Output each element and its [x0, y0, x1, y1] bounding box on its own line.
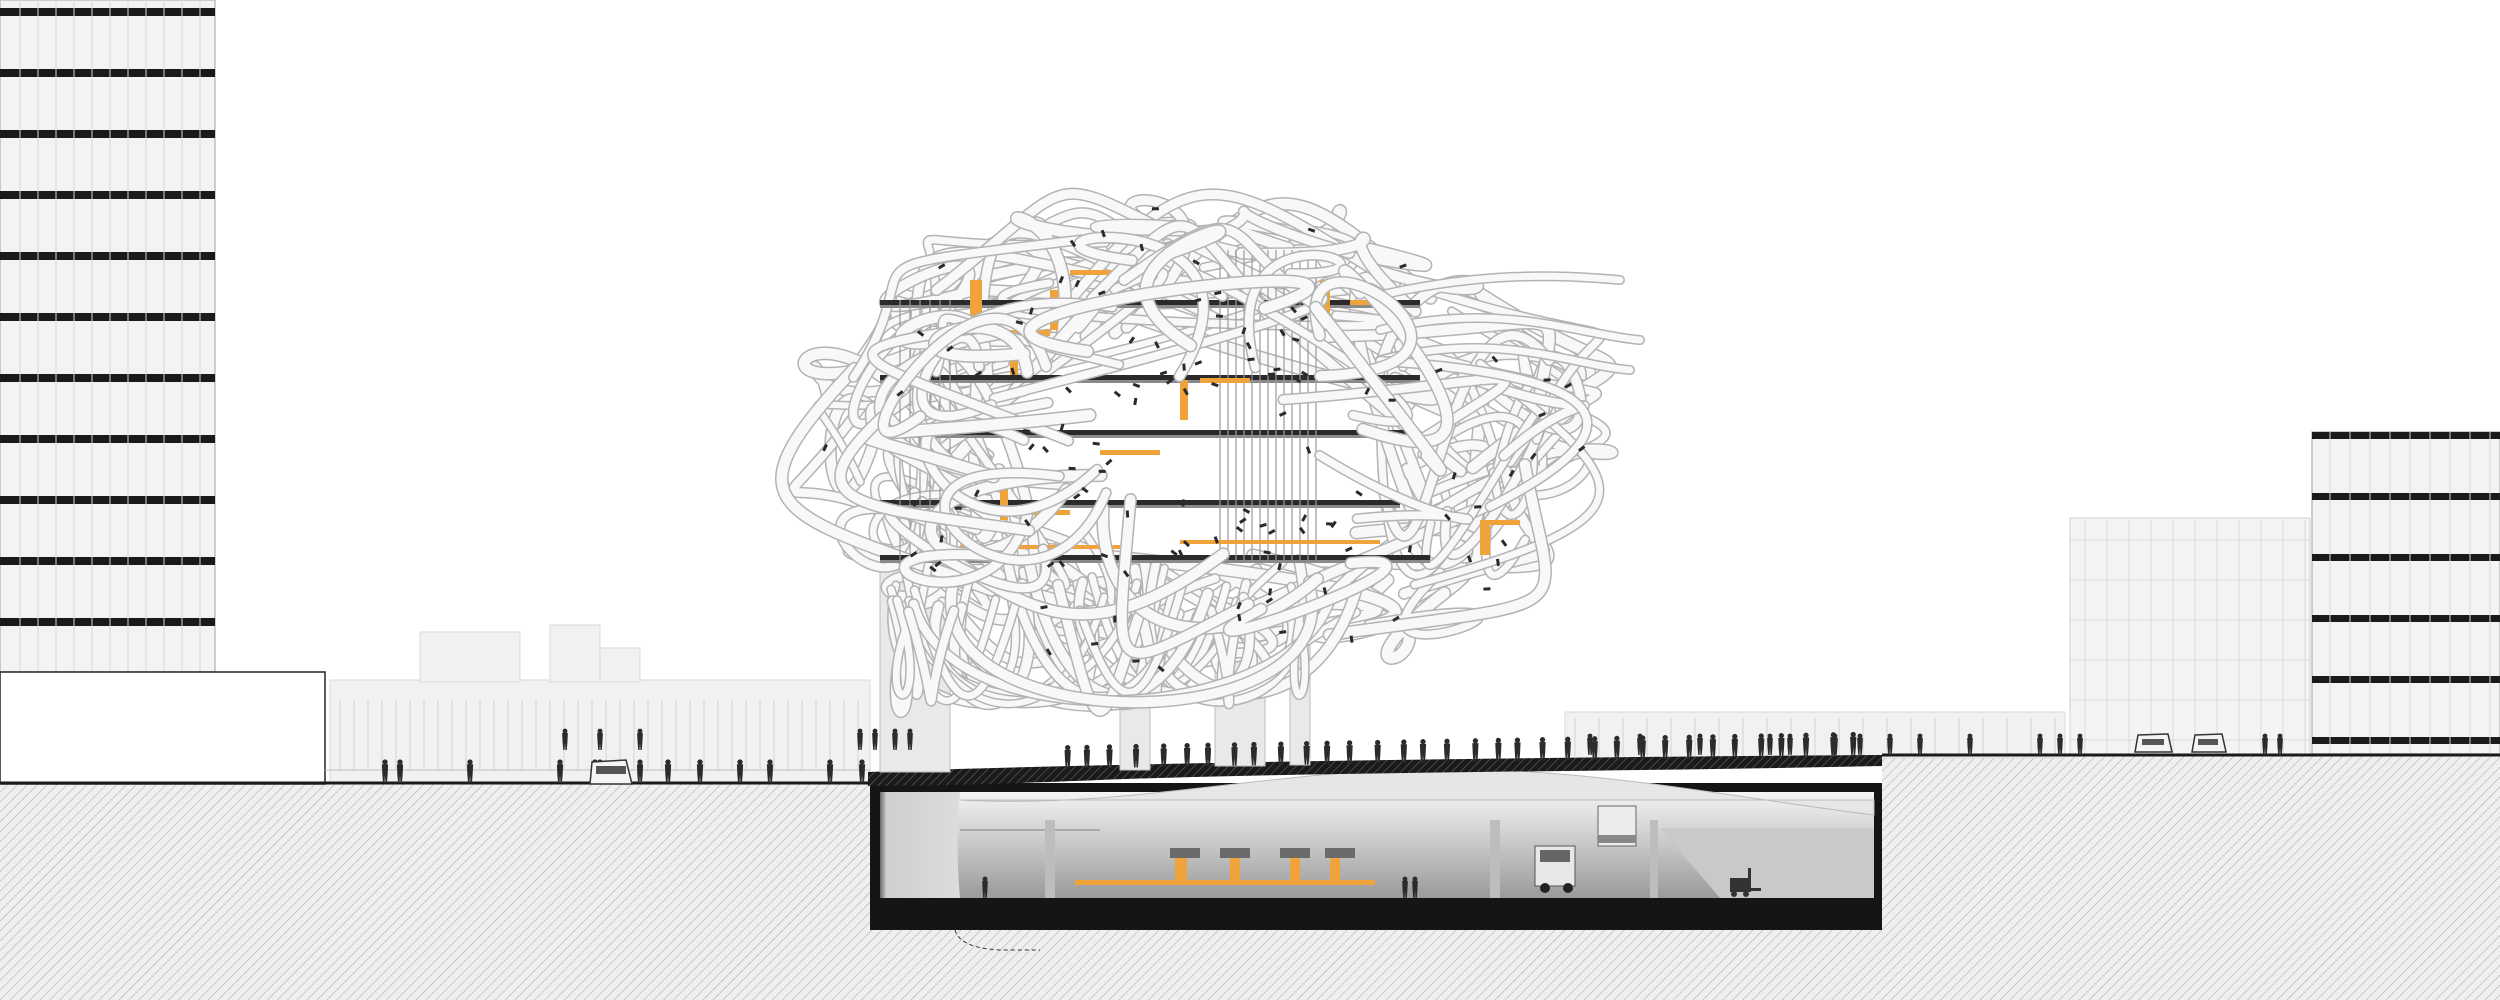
- underground-service-level: [870, 768, 1882, 951]
- person-figure: [766, 759, 774, 783]
- person-figure: [2277, 733, 2283, 755]
- person-figure: [1662, 734, 1669, 759]
- car: [2191, 733, 2227, 753]
- person-figure: [1731, 733, 1738, 758]
- person-figure: [1160, 743, 1167, 768]
- person-figure: [907, 728, 913, 750]
- person-figure: [1564, 736, 1571, 761]
- person-figure: [556, 759, 564, 783]
- person-figure: [1231, 742, 1238, 766]
- person-figure: [1686, 734, 1693, 759]
- person-figure: [1419, 739, 1427, 763]
- person-figure: [1412, 876, 1418, 898]
- person-figure: [1539, 737, 1546, 761]
- person-figure: [1613, 735, 1620, 760]
- person-figure: [1832, 733, 1838, 755]
- car: [589, 759, 633, 785]
- low-building-left: [0, 671, 326, 785]
- person-figure: [1402, 876, 1408, 898]
- vehicles: [589, 733, 2227, 785]
- person-figure: [597, 728, 603, 750]
- person-figure: [1778, 733, 1785, 757]
- person-figure: [1887, 733, 1893, 755]
- mid-rise-building-right: [2069, 517, 2311, 756]
- person-figure: [1303, 741, 1310, 765]
- person-figure: [892, 728, 898, 750]
- person-figure: [826, 759, 834, 783]
- person-figure: [1064, 745, 1071, 769]
- person-figure: [1183, 743, 1191, 767]
- tall-building-left: [0, 0, 216, 673]
- person-figure: [1637, 733, 1643, 755]
- person-figure: [1587, 733, 1593, 755]
- person-figure: [1132, 743, 1140, 768]
- tube-cluster-tower: [775, 187, 1645, 719]
- person-figure: [1802, 732, 1810, 757]
- person-figure: [1277, 741, 1285, 766]
- person-figure: [2037, 733, 2043, 755]
- forklift: [1730, 868, 1761, 897]
- person-figure: [857, 728, 863, 750]
- person-figure: [982, 876, 988, 898]
- car: [2134, 733, 2173, 753]
- person-figure: [381, 759, 389, 783]
- person-figure: [396, 759, 404, 783]
- person-figure: [1767, 733, 1773, 755]
- person-figure: [1495, 737, 1502, 762]
- person-figure: [696, 759, 704, 783]
- person-figure: [1323, 740, 1331, 765]
- person-figure: [636, 759, 644, 783]
- person-figure: [2077, 733, 2083, 755]
- person-figure: [1204, 742, 1212, 767]
- person-figure: [736, 759, 744, 783]
- person-figure: [466, 759, 474, 783]
- person-figure: [1967, 733, 1973, 755]
- tall-building-right: [2311, 431, 2500, 755]
- person-figure: [1787, 733, 1793, 755]
- person-figure: [1374, 739, 1381, 764]
- person-figure: [1758, 733, 1765, 758]
- person-figure: [1857, 733, 1863, 755]
- person-figure: [562, 728, 568, 750]
- person-figure: [1250, 741, 1258, 766]
- person-figure: [1591, 736, 1598, 760]
- person-figure: [1400, 739, 1407, 764]
- person-figure: [664, 759, 672, 783]
- person-figure: [1443, 738, 1451, 763]
- person-figure: [1709, 734, 1717, 758]
- person-figure: [1083, 744, 1091, 769]
- person-figure: [1472, 738, 1479, 762]
- person-figure: [872, 728, 878, 750]
- person-figure: [1514, 737, 1521, 762]
- delivery-trucks: [1534, 805, 1637, 893]
- person-figure: [637, 728, 643, 750]
- person-figure: [1917, 733, 1923, 755]
- person-figure: [1697, 733, 1703, 755]
- person-figure: [2262, 733, 2268, 755]
- person-figure: [1106, 744, 1113, 768]
- person-figure: [1346, 740, 1353, 764]
- person-figure: [1850, 731, 1857, 756]
- ground-section-hatch: [0, 755, 2500, 1000]
- person-figure: [2057, 733, 2063, 755]
- person-figure: [858, 759, 866, 783]
